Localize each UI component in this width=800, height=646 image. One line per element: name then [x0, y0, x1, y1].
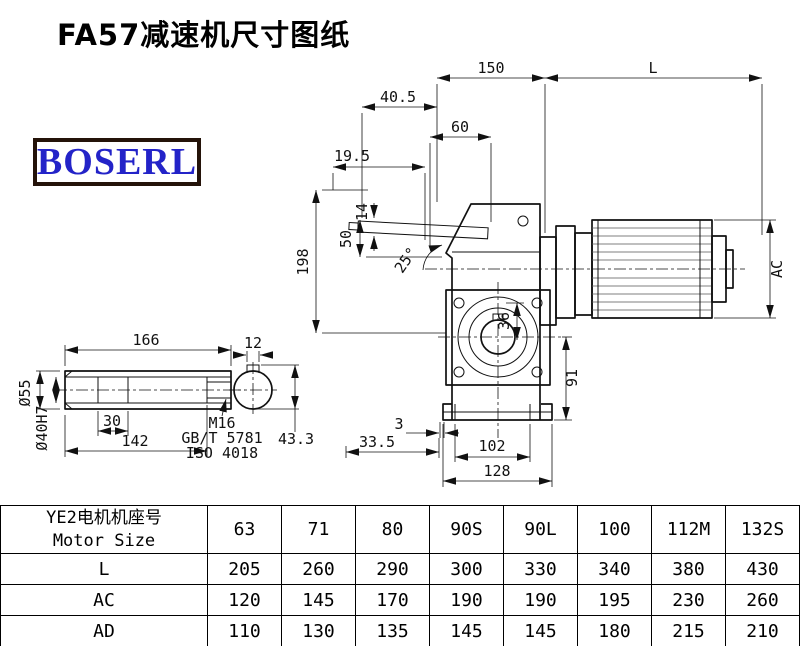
dim-128-label: 128 — [483, 462, 510, 480]
table-cell: 290 — [355, 553, 430, 585]
column-header: 132S — [725, 505, 800, 554]
dim-142-label: 142 — [121, 432, 148, 450]
row-label: AD — [0, 615, 208, 646]
motor-size-table: YE2电机机座号 Motor Size 63 71 80 90S 90L 100… — [0, 505, 800, 646]
page-title: FA57减速机尺寸图纸 — [57, 18, 351, 52]
dim-L-label: L — [648, 59, 657, 77]
column-header: 112M — [651, 505, 726, 554]
header-motor-size-cn: YE2电机机座号 — [46, 507, 162, 528]
table-cell: 145 — [503, 615, 578, 646]
row-label: L — [0, 553, 208, 585]
dim-91-label: 91 — [563, 369, 581, 387]
column-header: 90S — [429, 505, 504, 554]
dim-30-label: 30 — [103, 412, 121, 430]
thread-m16-label: M16 — [208, 414, 235, 432]
standard-iso-label: ISO 4018 — [186, 444, 258, 462]
table-cell: 215 — [651, 615, 726, 646]
dim-36-label: 36 — [495, 312, 513, 330]
dim-60-label: 60 — [451, 118, 469, 136]
column-header: 90L — [503, 505, 578, 554]
table-cell: 260 — [281, 553, 356, 585]
dim-150-label: 150 — [477, 59, 504, 77]
table-cell: 135 — [355, 615, 430, 646]
table-cell: 145 — [281, 584, 356, 616]
table-cell: 180 — [577, 615, 652, 646]
column-header: 80 — [355, 505, 430, 554]
table-cell: 145 — [429, 615, 504, 646]
brand-logo-text: BOSERL — [36, 141, 198, 183]
table-cell: 210 — [725, 615, 800, 646]
table-cell: 300 — [429, 553, 504, 585]
dimensions-shaft: 166 Ø55 Ø40H7 30 142 M16 GB/T 5781 ISO 4… — [16, 331, 314, 462]
column-header: 71 — [281, 505, 356, 554]
table-cell: 170 — [355, 584, 430, 616]
table-row-L: L 205 260 290 300 330 340 380 430 — [0, 553, 800, 585]
table-cell: 190 — [429, 584, 504, 616]
dim-AC-label: AC — [768, 260, 786, 278]
column-header: 63 — [207, 505, 282, 554]
table-cell: 430 — [725, 553, 800, 585]
dim-50-label: 50 — [337, 230, 355, 248]
dim-43-3-label: 43.3 — [278, 430, 314, 448]
table-cell: 205 — [207, 553, 282, 585]
brand-logo: BOSERL — [33, 138, 201, 186]
table-row-AC: AC 120 145 170 190 190 195 230 260 — [0, 584, 800, 616]
row-label: AC — [0, 584, 208, 616]
table-cell: 330 — [503, 553, 578, 585]
table-cell: 260 — [725, 584, 800, 616]
dim-angle-25-label: 25° — [391, 244, 421, 277]
table-cell: 230 — [651, 584, 726, 616]
table-row-AD: AD 110 130 135 145 145 180 215 210 — [0, 615, 800, 646]
dim-19-5-label: 19.5 — [334, 147, 370, 165]
table-cell: 130 — [281, 615, 356, 646]
table-cell: 120 — [207, 584, 282, 616]
standard-gb-label: GB/T 5781 — [181, 429, 262, 447]
dim-dia40h7-label: Ø40H7 — [33, 405, 51, 450]
table-cell: 195 — [577, 584, 652, 616]
dim-166-label: 166 — [132, 331, 159, 349]
table-cell: 380 — [651, 553, 726, 585]
dim-40-5-label: 40.5 — [380, 88, 416, 106]
table-header-row: YE2电机机座号 Motor Size 63 71 80 90S 90L 100… — [0, 505, 800, 554]
dim-198-label: 198 — [294, 248, 312, 275]
dim-14-label: 14 — [353, 203, 371, 221]
motor — [539, 219, 734, 326]
dim-12-label: 12 — [244, 334, 262, 352]
input-shaft-rod — [348, 220, 489, 240]
table-cell: 340 — [577, 553, 652, 585]
main-view — [348, 203, 745, 438]
table-cell: 110 — [207, 615, 282, 646]
dim-dia55-label: Ø55 — [16, 379, 34, 406]
dim-33-5-label: 33.5 — [359, 433, 395, 451]
table-cell: 190 — [503, 584, 578, 616]
header-motor-size: YE2电机机座号 Motor Size — [0, 505, 208, 554]
header-motor-size-en: Motor Size — [52, 530, 156, 551]
dim-102-label: 102 — [478, 437, 505, 455]
column-header: 100 — [577, 505, 652, 554]
shaft-end-view — [229, 362, 277, 414]
shaft-detail-view — [55, 362, 277, 414]
dim-3-label: 3 — [394, 415, 403, 433]
